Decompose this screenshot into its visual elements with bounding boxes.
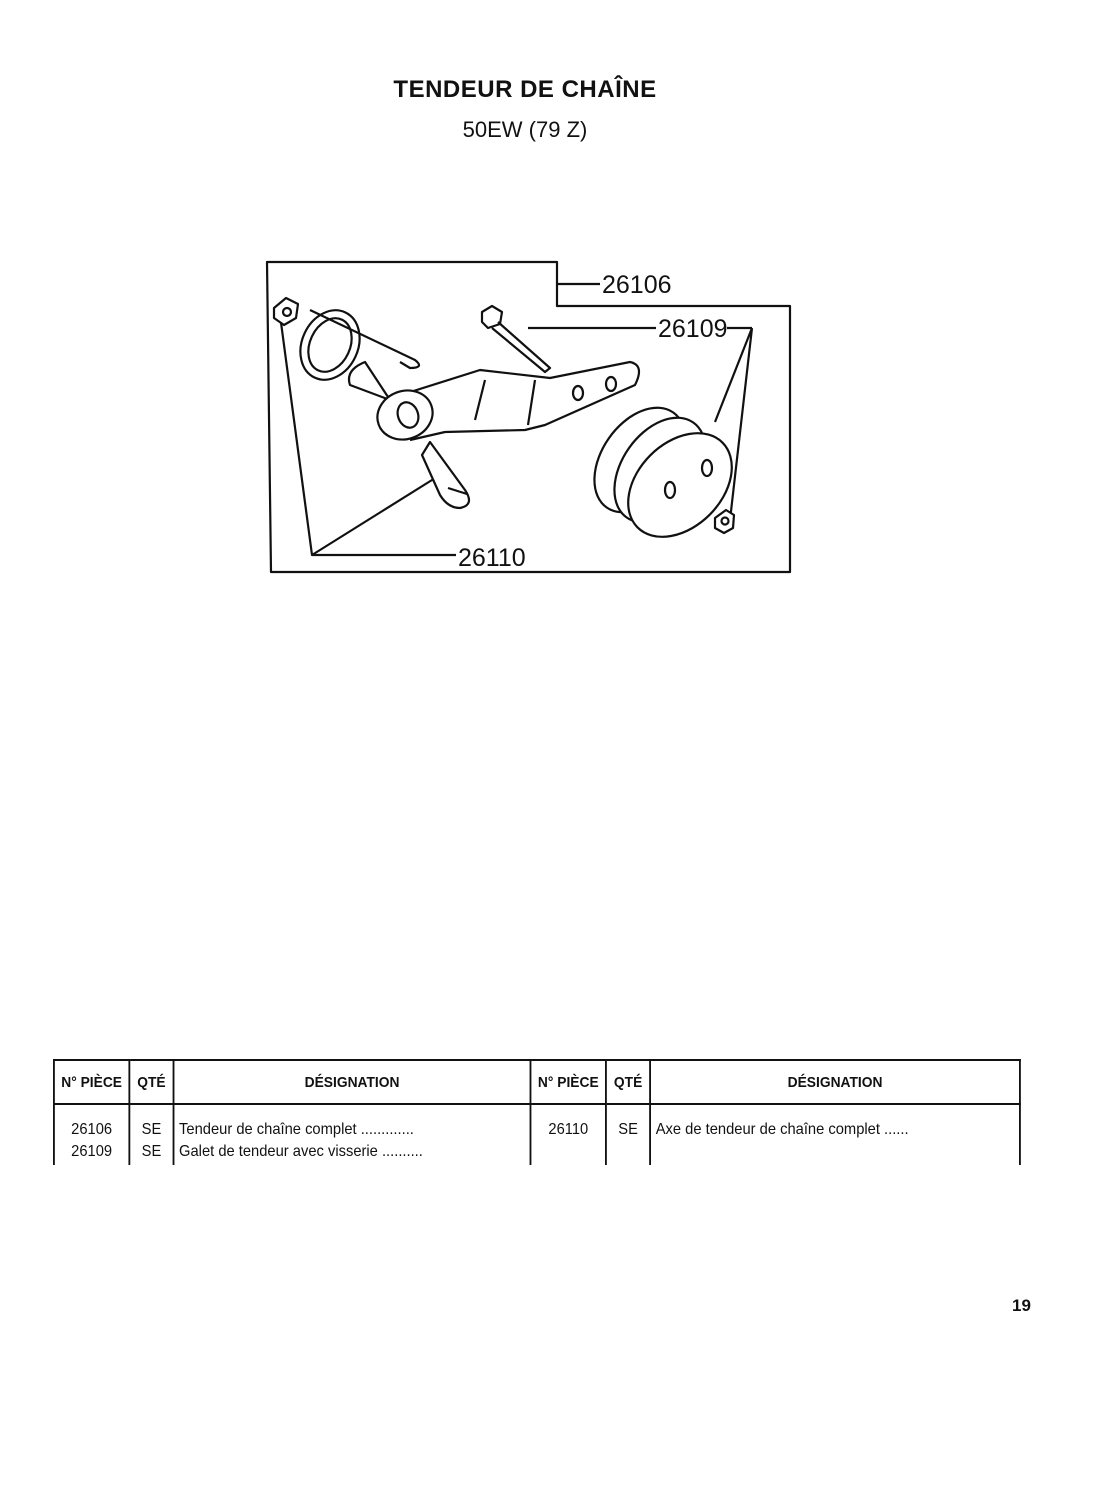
axle-pin-icon (420, 440, 471, 510)
part-no: 26106 (71, 1121, 113, 1138)
exploded-parts-diagram: 26106 26109 26110 (265, 260, 792, 574)
table-row: 26106 26109 SE SE Tendeur de chaîne comple… (52, 1104, 1021, 1165)
parts-table: N° PIÈCE QTÉ DÉSIGNATION N° PIÈCE QTÉ DÉ… (52, 1059, 1021, 1165)
qty: SE (141, 1143, 162, 1160)
designation: Axe de tendeur de chaîne complet ...... (655, 1121, 909, 1138)
diagram-frame (265, 260, 792, 574)
part-no: 26110 (548, 1121, 589, 1138)
header-part-no: N° PIÈCE (52, 1059, 131, 1105)
nut-icon (713, 508, 736, 535)
qty: SE (141, 1121, 162, 1138)
page-title: TENDEUR DE CHAÎNE (393, 76, 657, 103)
tensioner-arm-icon (347, 360, 641, 442)
designation: Galet de tendeur avec visserie .........… (179, 1143, 423, 1160)
header-qty: QTÉ (128, 1059, 175, 1105)
header-designation: DÉSIGNATION (649, 1059, 1021, 1105)
bolt-icon (480, 304, 552, 374)
header-designation: DÉSIGNATION (172, 1059, 532, 1105)
callout-26106: 26106 (602, 271, 672, 299)
callout-26110: 26110 (458, 544, 526, 572)
header-qty: QTÉ (605, 1059, 652, 1105)
page-subtitle: 50EW (79 Z) (462, 117, 588, 142)
pulley-icon (593, 406, 733, 538)
part-no: 26109 (71, 1143, 113, 1160)
header-part-no: N° PIÈCE (529, 1059, 607, 1105)
spring-icon (299, 309, 421, 381)
designation: Tendeur de chaîne complet ............. (179, 1121, 414, 1138)
callout-26109: 26109 (658, 315, 728, 343)
nut-icon (272, 296, 300, 327)
page-number: 19 (1012, 1296, 1031, 1315)
qty: SE (618, 1121, 638, 1138)
